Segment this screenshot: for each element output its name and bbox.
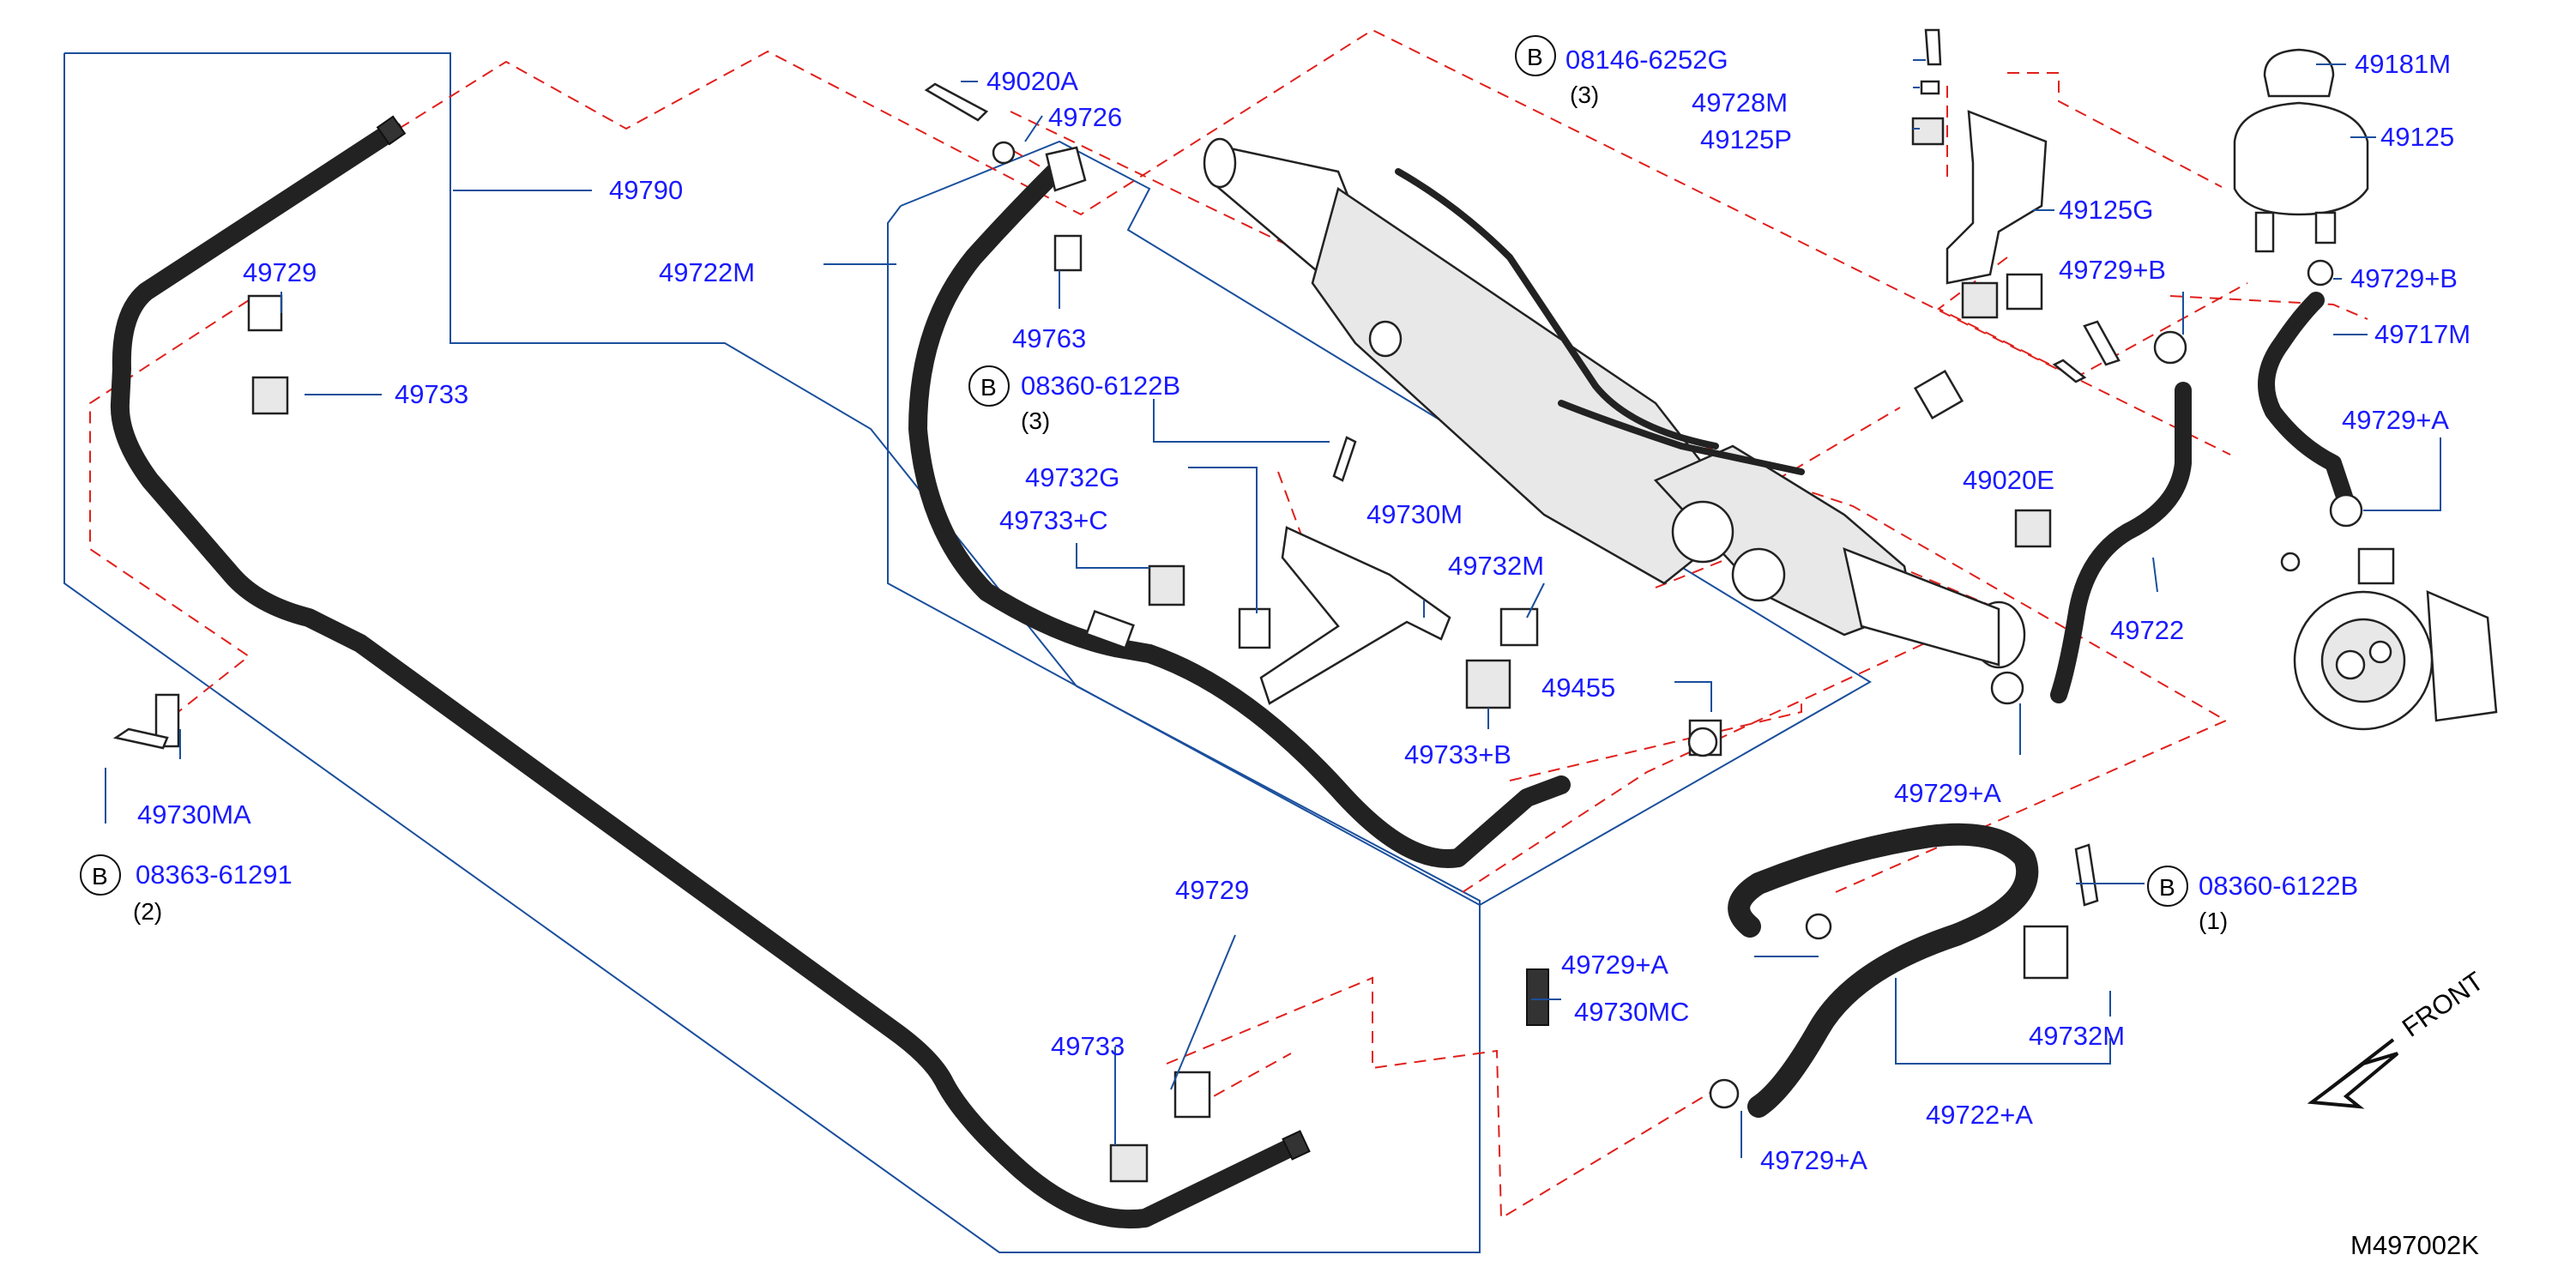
boundary-center — [887, 140, 1872, 907]
dashed-line-4 — [1010, 111, 2229, 893]
label-49729B-mid: 49729+B — [2059, 255, 2166, 285]
label-49729B-right: 49729+B — [2350, 263, 2458, 293]
label-49722A: 49722+A — [1926, 1100, 2033, 1130]
label-49729A-right: 49729+A — [2342, 405, 2449, 435]
label-49730MA: 49730MA — [137, 799, 251, 830]
diagram-reference-code: M497002K — [2350, 1230, 2479, 1260]
qty-08360-6122B-a: (3) — [1021, 407, 1050, 434]
b-marker-08363: B — [80, 854, 121, 896]
dashed-line-3 — [2007, 72, 2223, 188]
bracket-49730M — [1259, 526, 1451, 705]
leader-lines — [105, 59, 2441, 1158]
label-49732G: 49732G — [1025, 462, 1119, 492]
label-08360-6122B-b: 08360-6122B — [2199, 871, 2358, 901]
label-49763: 49763 — [1012, 323, 1086, 353]
qty-08360-6122B-b: (1) — [2199, 908, 2228, 934]
front-arrow-icon — [2307, 1038, 2399, 1109]
label-08146-6252G: 08146-6252G — [1566, 45, 1728, 75]
label-49733B: 49733+B — [1404, 739, 1511, 769]
b-marker-08360-a: B — [968, 365, 1010, 407]
label-49730MC: 49730MC — [1574, 997, 1689, 1027]
b-marker-08146: B — [1515, 35, 1556, 76]
label-49020E: 49020E — [1963, 465, 2054, 495]
label-49722: 49722 — [2110, 615, 2184, 645]
label-49729-top-left: 49729 — [243, 257, 317, 287]
label-49125: 49125 — [2380, 122, 2454, 152]
label-49717M: 49717M — [2374, 319, 2470, 349]
pressure-hose-49722M — [908, 146, 1571, 868]
label-49733C: 49733+C — [999, 505, 1108, 535]
label-49790: 49790 — [609, 175, 683, 205]
dashed-line-2 — [89, 299, 250, 721]
label-49732M-bottom: 49732M — [2029, 1021, 2125, 1051]
dashed-line-8 — [1509, 697, 1802, 781]
label-49733-top-left: 49733 — [395, 379, 468, 409]
power-steering-pump — [2293, 547, 2498, 731]
label-49732M-mid: 49732M — [1448, 551, 1544, 581]
label-49125P: 49125P — [1700, 124, 1792, 154]
clamps-and-grommets — [154, 80, 2363, 1183]
label-49728M: 49728M — [1692, 87, 1788, 118]
label-49455: 49455 — [1541, 673, 1615, 703]
label-49729A-bottom: 49729+A — [1561, 950, 1668, 980]
svg-text:B: B — [1527, 44, 1543, 70]
label-08360-6122B-a: 08360-6122B — [1021, 371, 1180, 401]
label-49726: 49726 — [1048, 102, 1122, 132]
front-direction-label: FRONT — [2397, 966, 2489, 1043]
label-49733-bottom: 49733 — [1051, 1031, 1125, 1061]
label-49020A: 49020A — [986, 66, 1078, 96]
boundary-left — [63, 52, 1481, 1253]
bracket-49125G — [1946, 110, 2048, 285]
label-49729A-low: 49729+A — [1760, 1145, 1867, 1175]
label-49729-bottom: 49729 — [1175, 875, 1249, 905]
svg-text:B: B — [2159, 874, 2175, 901]
qty-08363-61291: (2) — [133, 898, 162, 925]
qty-08146-6252G: (3) — [1570, 81, 1599, 108]
label-49730M: 49730M — [1366, 499, 1463, 529]
label-49125G: 49125G — [2059, 195, 2153, 225]
dashed-line-7 — [1166, 976, 1716, 1220]
dashed-line-1 — [398, 28, 2231, 456]
label-49722M: 49722M — [659, 257, 755, 287]
label-08363-61291: 08363-61291 — [136, 860, 293, 890]
steering-gear-assembly — [1203, 137, 2026, 669]
reservoir-tank-49125 — [2233, 48, 2369, 253]
svg-text:B: B — [92, 863, 108, 890]
svg-text:B: B — [980, 374, 997, 401]
return-tube-49790 — [110, 115, 1311, 1229]
b-marker-08360-b: B — [2147, 866, 2188, 907]
label-49181M: 49181M — [2355, 49, 2451, 79]
label-49729A-mid: 49729+A — [1894, 778, 2001, 808]
bolts — [112, 28, 2121, 907]
dashed-line-10 — [2169, 295, 2368, 320]
